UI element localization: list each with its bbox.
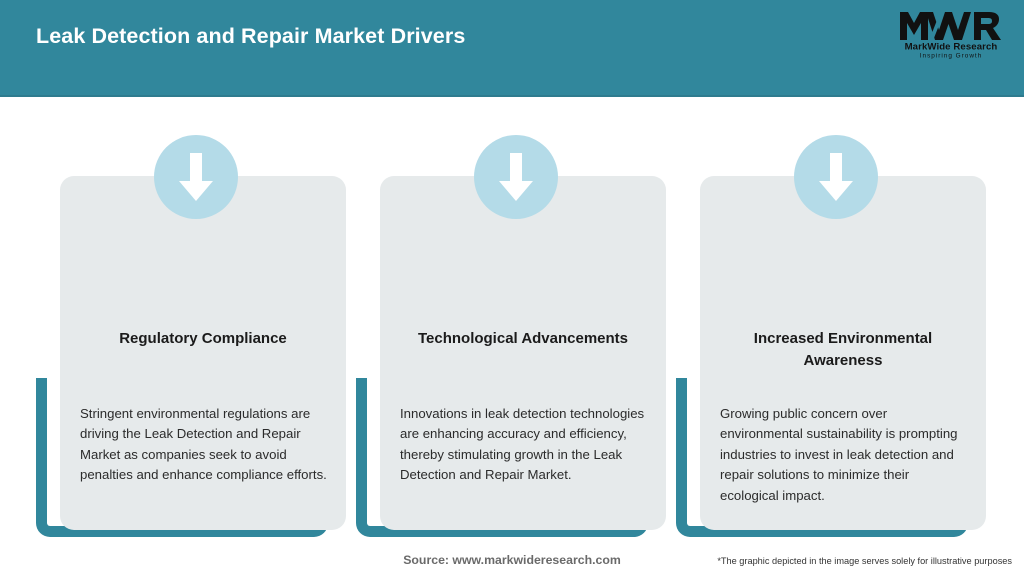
page-title: Leak Detection and Repair Market Drivers [36, 24, 466, 48]
card-description: Innovations in leak detection technologi… [400, 406, 645, 483]
arrow-down-icon [474, 135, 558, 219]
card-title: Regulatory Compliance [119, 330, 287, 347]
page-header: Leak Detection and Repair Market Drivers… [0, 0, 1024, 97]
arrow-down-icon [154, 135, 238, 219]
header-bottom-rule [0, 95, 1024, 97]
markwide-research-logo: MarkWide Research Inspiring Growth [892, 8, 1010, 60]
card-title: Increased Environmental Awareness [753, 330, 933, 369]
card-description: Growing public concern over environmenta… [720, 406, 958, 503]
svg-text:MarkWide Research: MarkWide Research [905, 42, 998, 53]
card-panel: Regulatory Compliance Stringent environm… [60, 176, 346, 530]
card-panel: Increased Environmental Awareness Growin… [700, 176, 986, 530]
driver-card-1[interactable]: Regulatory Compliance Stringent environm… [36, 97, 356, 537]
source-label: Source: www.markwideresearch.com [403, 553, 621, 567]
card-panel: Technological Advancements Innovations i… [380, 176, 666, 530]
card-description: Stringent environmental regulations are … [80, 406, 327, 483]
arrow-down-icon [794, 135, 878, 219]
drivers-card-group: Regulatory Compliance Stringent environm… [0, 97, 1024, 537]
svg-text:Inspiring Growth: Inspiring Growth [920, 53, 983, 60]
card-title: Technological Advancements [417, 330, 629, 347]
disclaimer-note: *The graphic depicted in the image serve… [717, 556, 1012, 566]
driver-card-3[interactable]: Increased Environmental Awareness Growin… [676, 97, 996, 537]
driver-card-2[interactable]: Technological Advancements Innovations i… [356, 97, 676, 537]
